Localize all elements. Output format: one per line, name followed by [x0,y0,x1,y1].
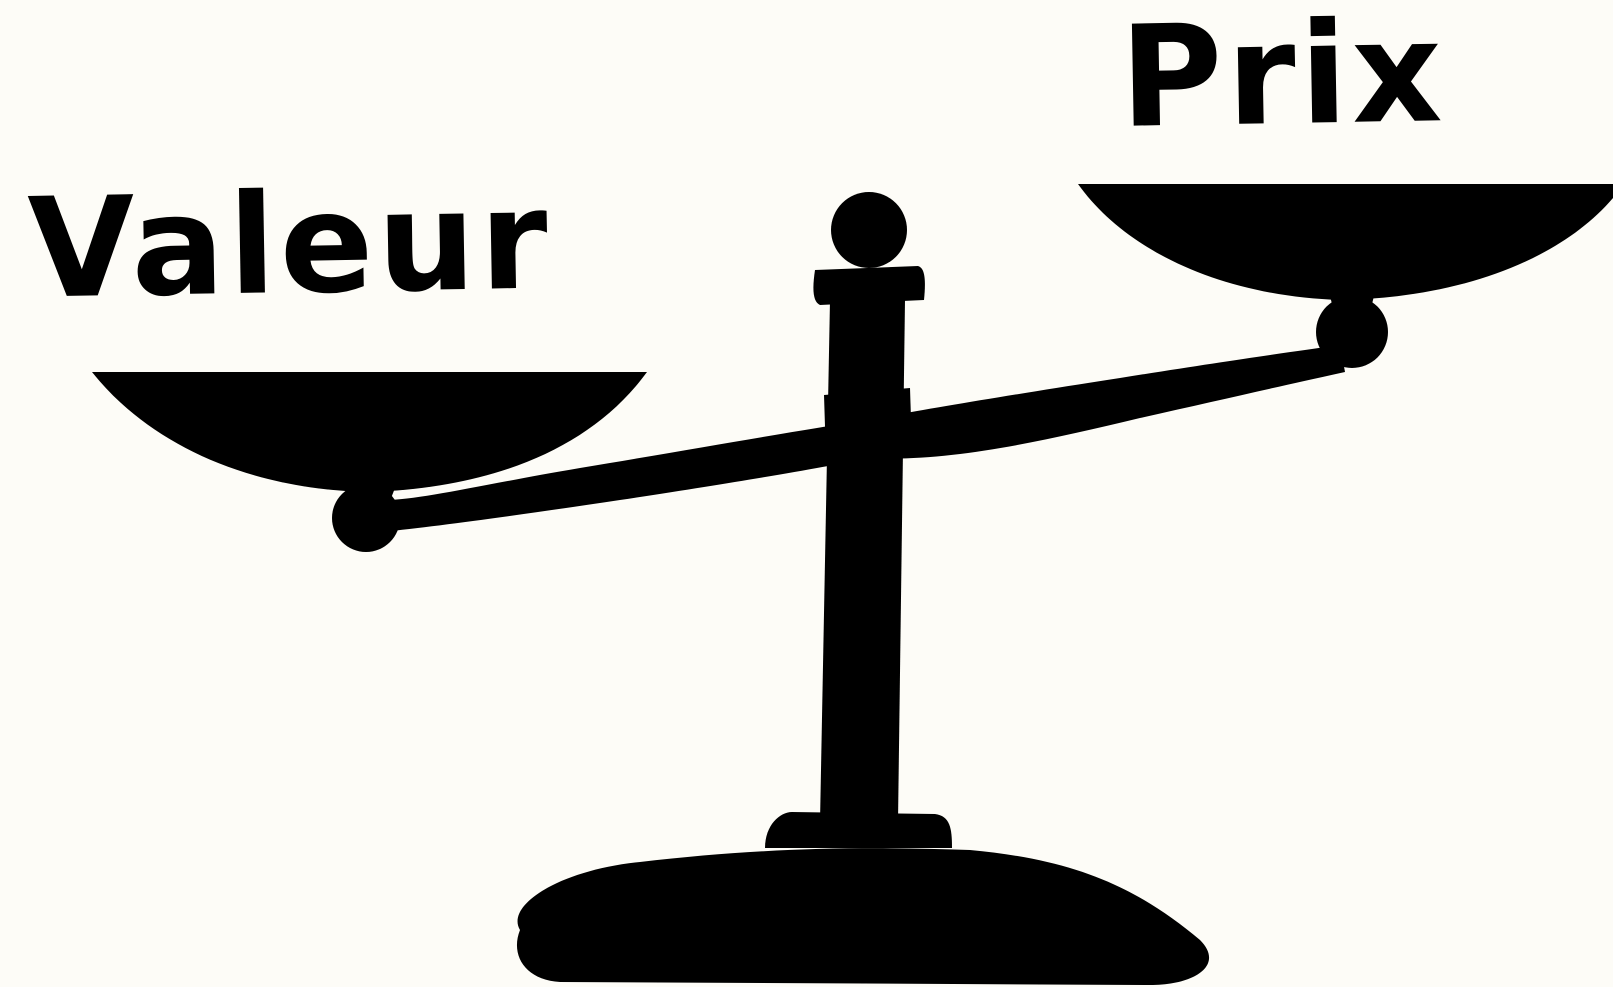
prix-label: Prix [1119,3,1447,149]
scale-left-pan-stem [345,488,395,506]
valeur-label: Valeur [27,171,553,318]
scale-knob [831,192,907,268]
scale-right-pan-stem [1330,296,1374,312]
scale-base [517,848,1209,985]
scale-beam-right [868,345,1345,459]
scale-column [820,300,905,822]
scale-right-pan [1078,184,1613,300]
scale-cap [813,266,925,305]
